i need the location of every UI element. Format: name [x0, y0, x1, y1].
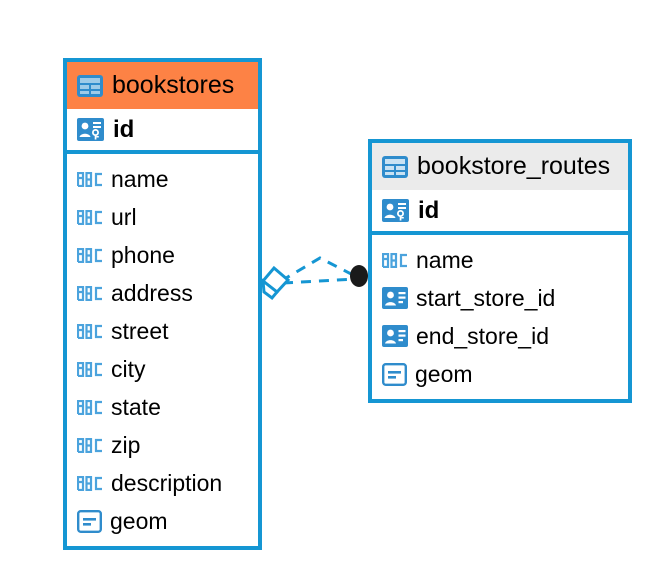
- abc-text-icon: [76, 247, 103, 263]
- field-row-city[interactable]: city: [67, 350, 258, 388]
- field-row-start-store-id[interactable]: start_store_id: [372, 279, 628, 317]
- field-label: phone: [111, 241, 175, 268]
- field-label: geom: [110, 507, 168, 534]
- table-bookstores[interactable]: bookstores id: [63, 58, 262, 550]
- field-label: geom: [415, 360, 473, 387]
- abc-text-icon: [76, 285, 103, 301]
- abc-text-icon: [76, 475, 103, 491]
- field-label: description: [111, 469, 223, 496]
- field-row-geom[interactable]: geom: [372, 355, 628, 393]
- field-row-end-store-id[interactable]: end_store_id: [372, 317, 628, 355]
- table-icon: [77, 74, 103, 97]
- abc-text-icon: [76, 323, 103, 339]
- field-label: city: [111, 355, 146, 382]
- field-label: url: [111, 203, 137, 230]
- field-label: zip: [111, 431, 141, 458]
- field-label: address: [111, 279, 193, 306]
- field-row-name[interactable]: name: [67, 160, 258, 198]
- table-name-label: bookstores: [112, 71, 235, 99]
- table-icon: [382, 155, 408, 178]
- field-row-state[interactable]: state: [67, 388, 258, 426]
- table-bookstore-routes[interactable]: bookstore_routes id: [368, 139, 632, 403]
- relationship-line-lower: [282, 277, 356, 285]
- field-list-bookstores: name url: [67, 154, 258, 546]
- primary-key-icon: [77, 116, 104, 143]
- primary-key-label: id: [418, 196, 440, 224]
- relationship-line-upper: [280, 256, 358, 283]
- abc-text-icon: [76, 171, 103, 187]
- field-list-bookstore-routes: name start_store_id: [372, 235, 628, 399]
- field-label: state: [111, 393, 161, 420]
- abc-text-icon: [76, 361, 103, 377]
- field-row-phone[interactable]: phone: [67, 236, 258, 274]
- primary-key-icon: [382, 197, 409, 224]
- diamond-marker: [260, 265, 291, 301]
- table-header-bookstore-routes[interactable]: bookstore_routes: [372, 143, 628, 190]
- field-label: start_store_id: [416, 284, 556, 311]
- field-label: name: [111, 165, 169, 192]
- foreign-key-icon: [382, 323, 408, 349]
- field-label: street: [111, 317, 169, 344]
- primary-key-label: id: [113, 115, 135, 143]
- abc-text-icon: [76, 399, 103, 415]
- geometry-icon: [77, 509, 103, 533]
- field-row-geom[interactable]: geom: [67, 502, 258, 540]
- field-label: name: [416, 246, 474, 273]
- filled-circle-marker: [350, 265, 368, 287]
- foreign-key-icon: [382, 285, 408, 311]
- field-row-address[interactable]: address: [67, 274, 258, 312]
- field-row-url[interactable]: url: [67, 198, 258, 236]
- table-header-bookstores[interactable]: bookstores: [67, 62, 258, 109]
- field-label: end_store_id: [416, 322, 549, 349]
- primary-key-row-bookstore-routes[interactable]: id: [372, 190, 628, 235]
- field-row-name[interactable]: name: [372, 241, 628, 279]
- table-name-label: bookstore_routes: [417, 152, 611, 180]
- primary-key-row-bookstores[interactable]: id: [67, 109, 258, 154]
- abc-text-icon: [381, 252, 408, 268]
- field-row-zip[interactable]: zip: [67, 426, 258, 464]
- geometry-icon: [382, 362, 408, 386]
- abc-text-icon: [76, 209, 103, 225]
- field-row-street[interactable]: street: [67, 312, 258, 350]
- field-row-description[interactable]: description: [67, 464, 258, 502]
- abc-text-icon: [76, 437, 103, 453]
